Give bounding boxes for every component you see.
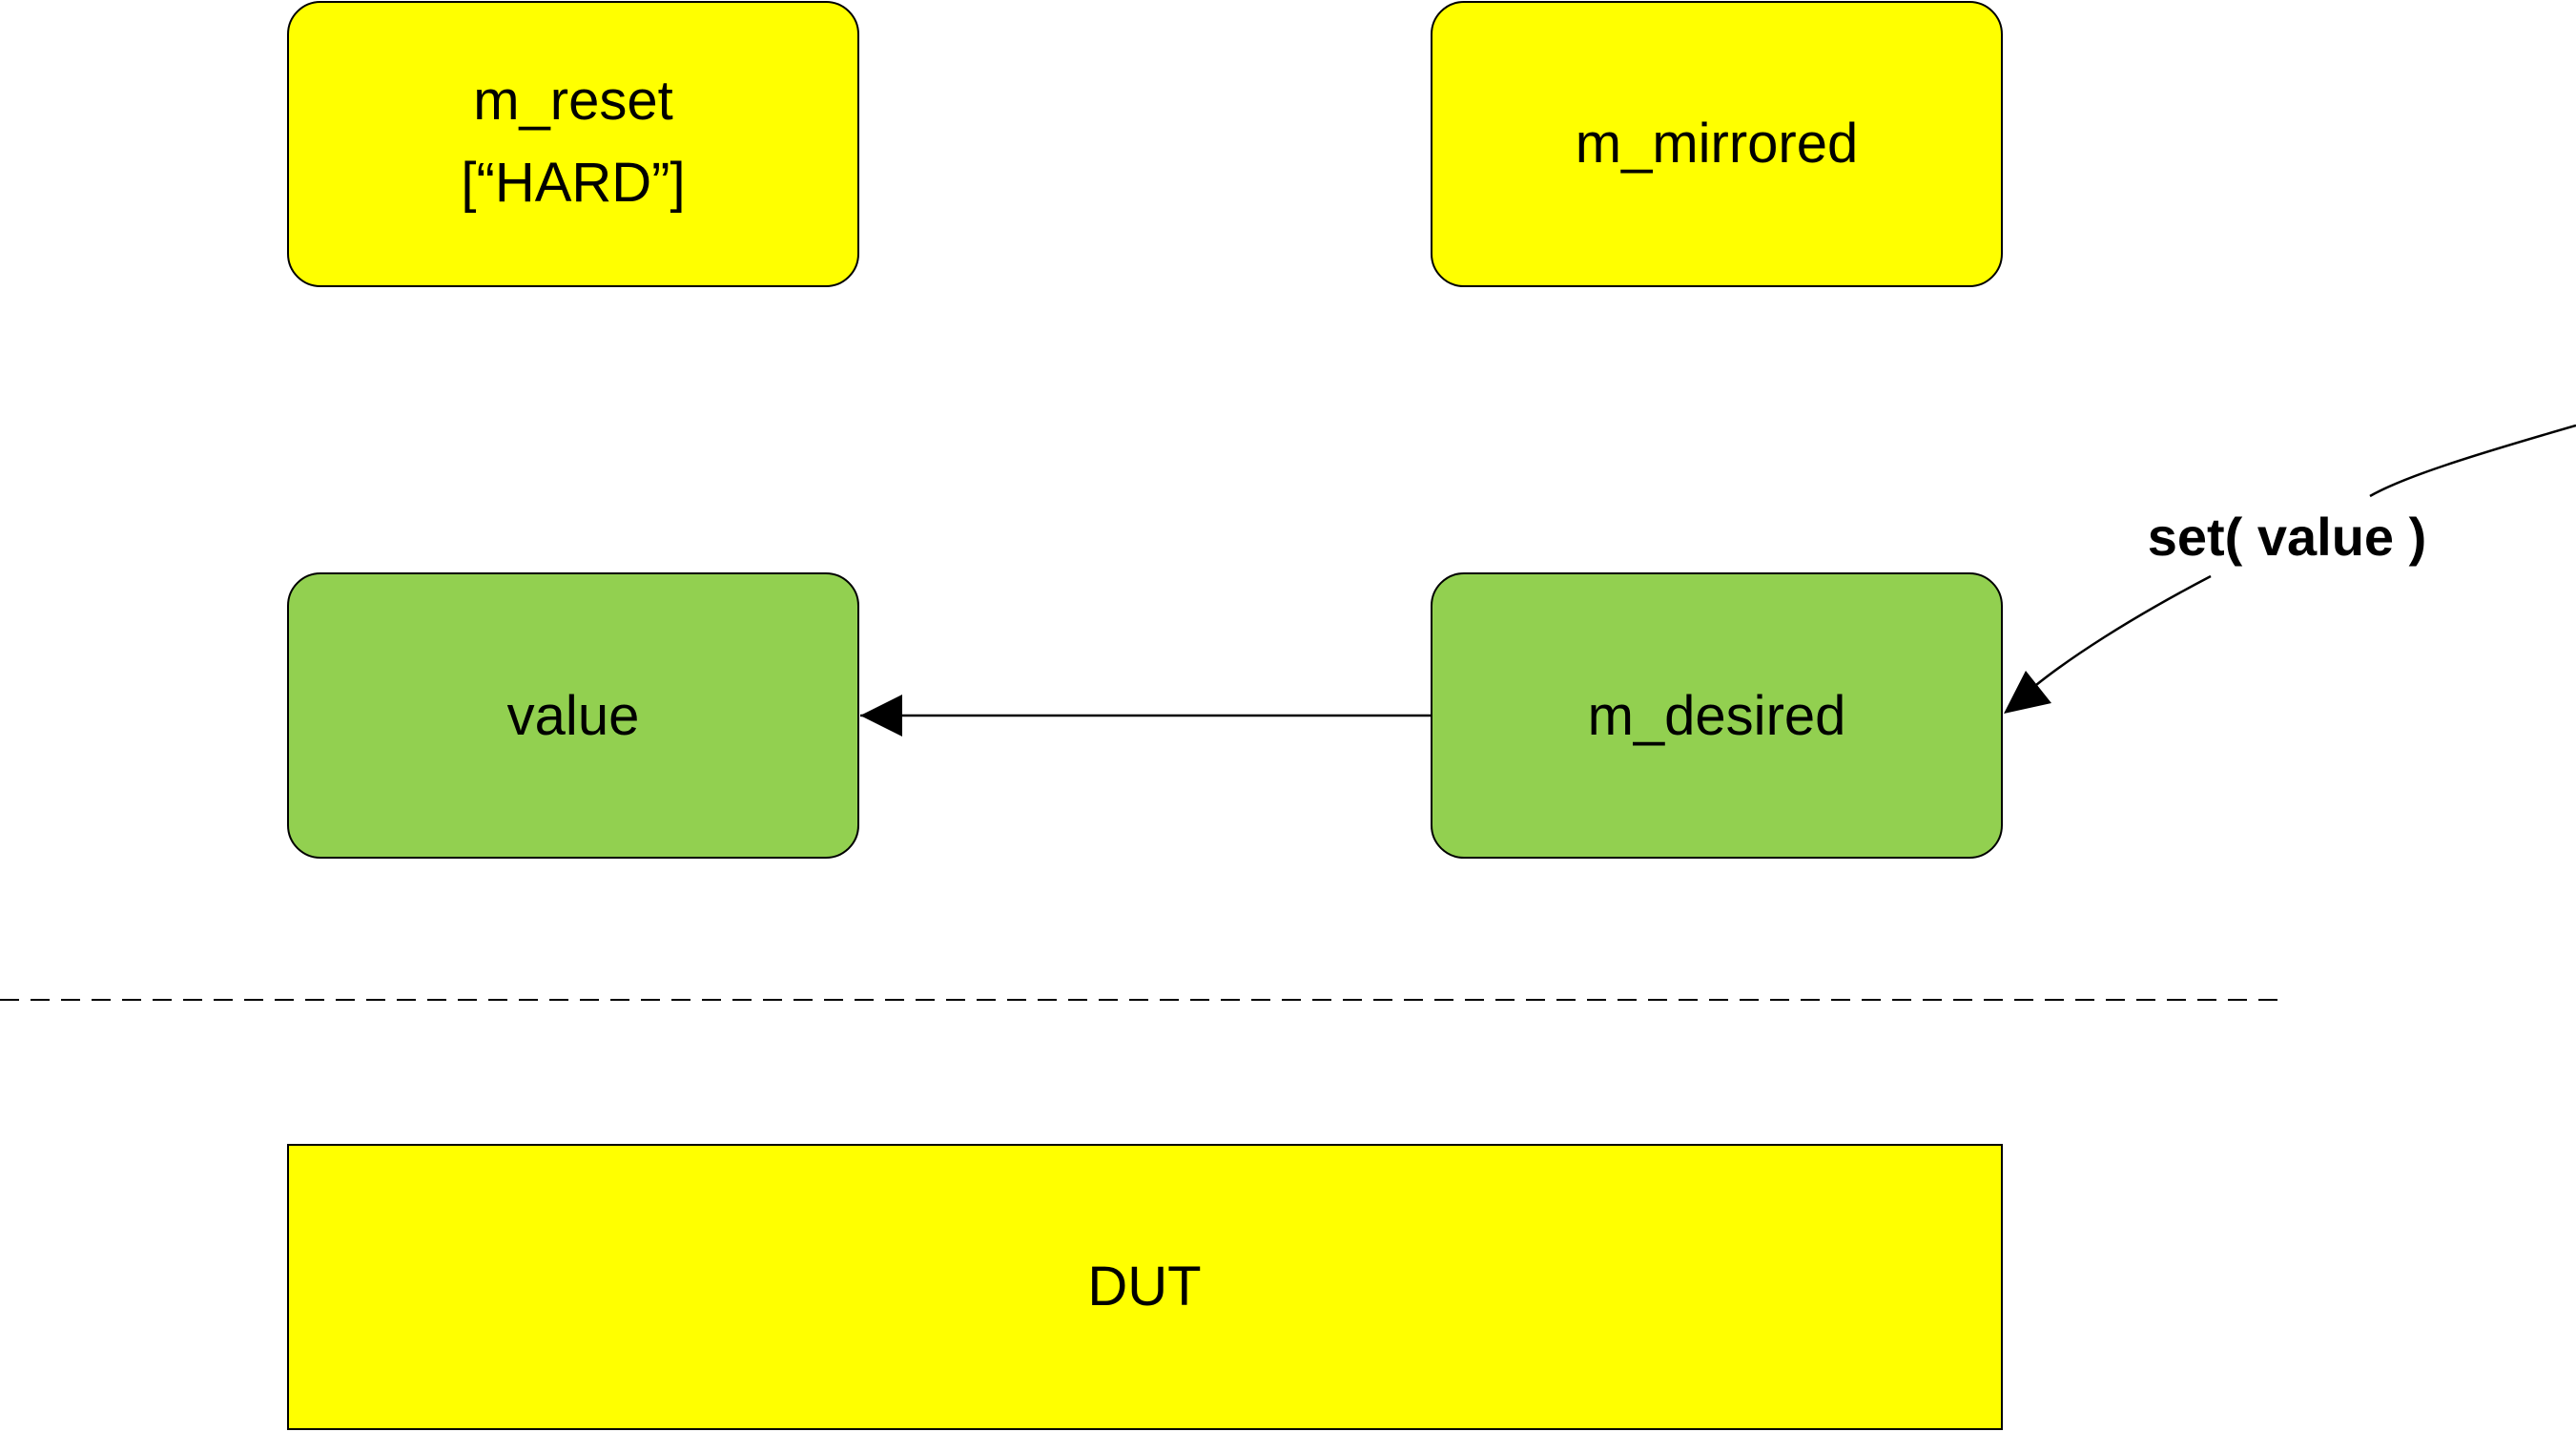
set-value-arrow-tail	[2035, 574, 2212, 686]
set-value-arrowhead	[2004, 671, 2051, 714]
m-mirrored-box: m_mirrored	[1431, 1, 2003, 287]
m-mirrored-label: m_mirrored	[1576, 113, 1859, 175]
m-reset-kind-label: [“HARD”]	[461, 152, 685, 214]
set-value-label: set( value )	[2148, 507, 2427, 567]
dut-label: DUT	[1087, 1256, 1201, 1318]
desired-to-value-arrowhead	[860, 695, 902, 737]
value-box: value	[287, 572, 859, 859]
set-value-arrow	[2369, 424, 2576, 498]
m-reset-box: m_reset [“HARD”]	[287, 1, 859, 287]
m-desired-box: m_desired	[1431, 572, 2003, 859]
value-label: value	[507, 685, 640, 747]
m-reset-label: m_reset	[473, 70, 673, 132]
dut-box: DUT	[287, 1144, 2003, 1430]
m-desired-label: m_desired	[1588, 685, 1846, 747]
